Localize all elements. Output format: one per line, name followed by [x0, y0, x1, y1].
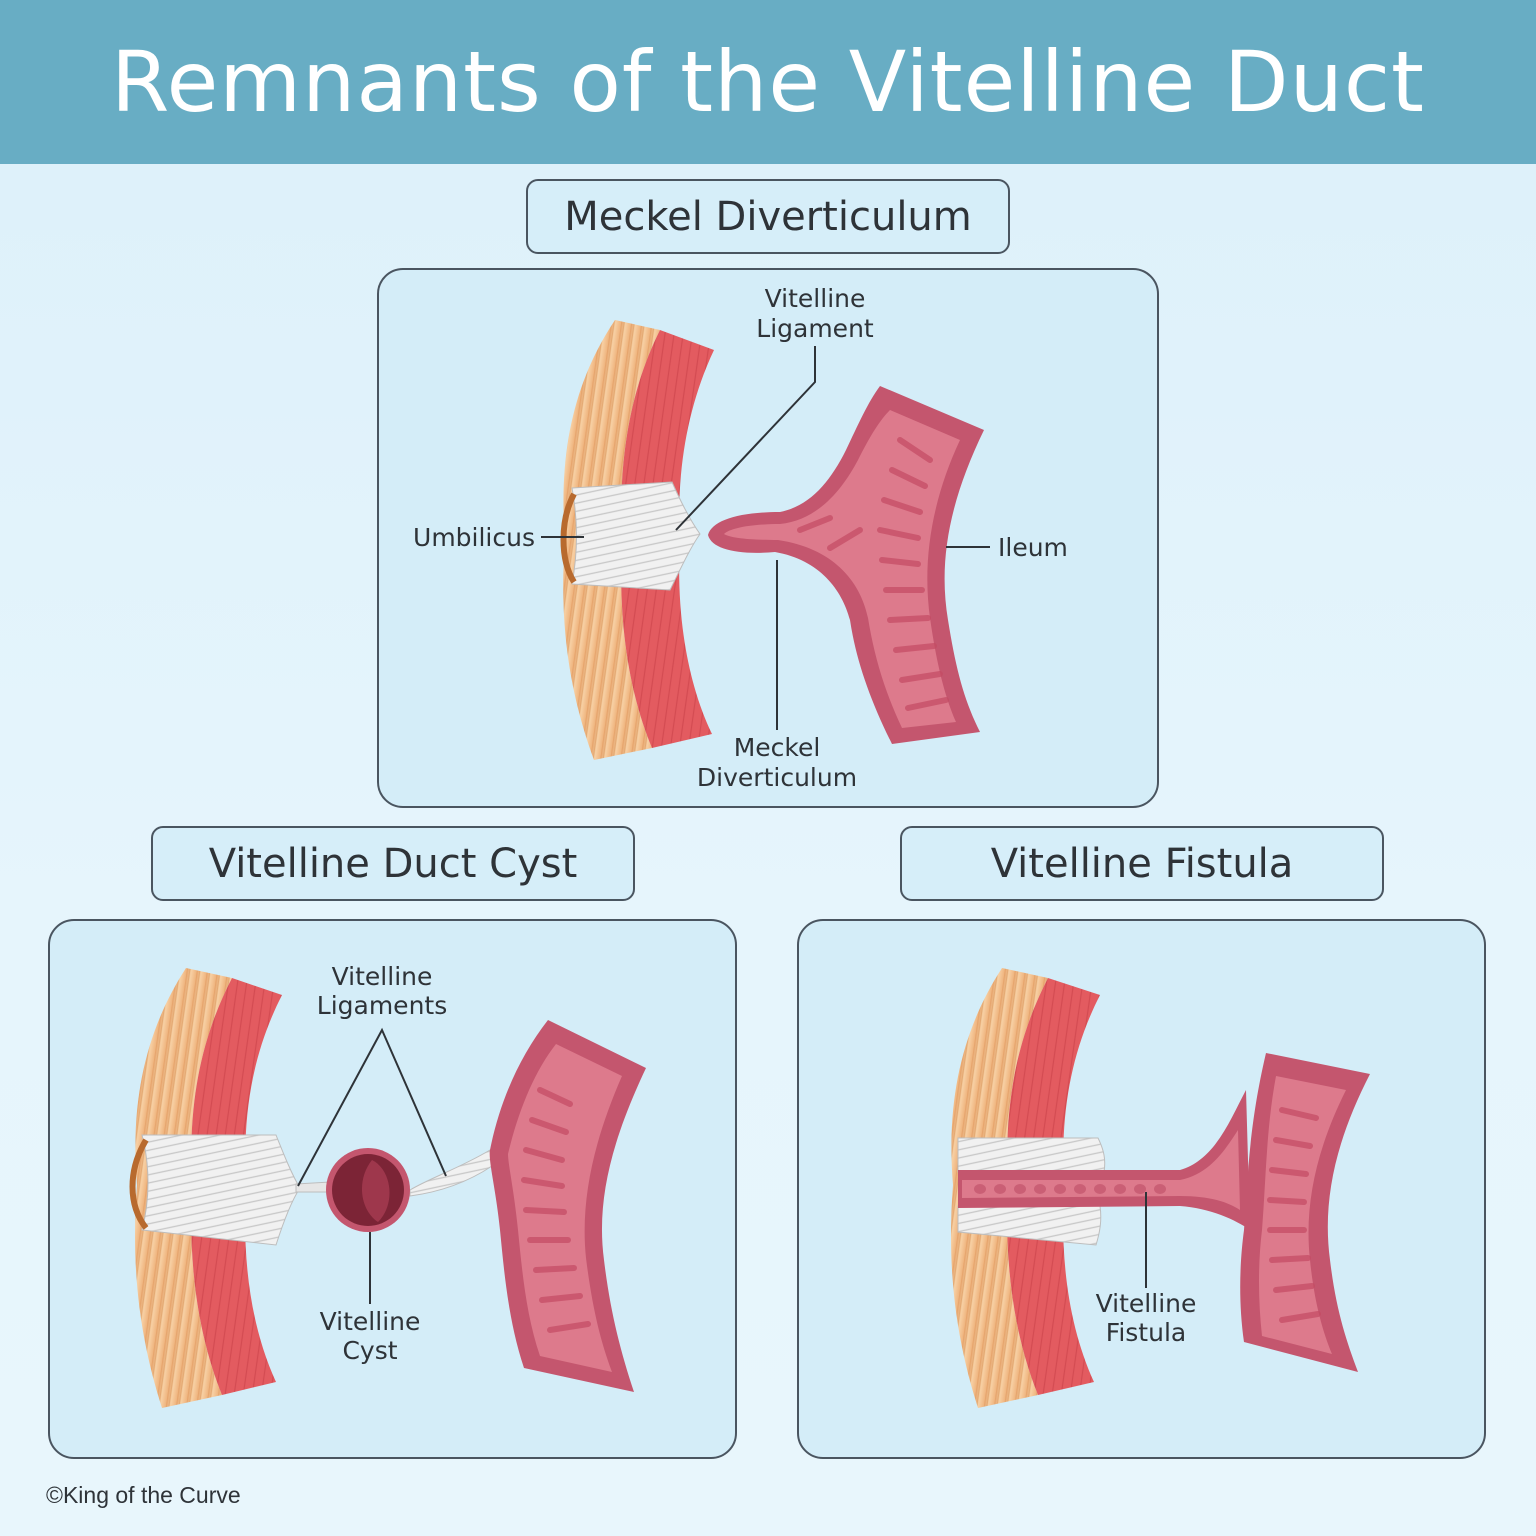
meckel-diverticulum-label-2: Diverticulum [697, 763, 857, 792]
vitelline-ligament-label-2: Ligament [756, 314, 874, 343]
meckel-diverticulum-label-1: Meckel [734, 733, 821, 762]
vitelline-fistula-tract [958, 1090, 1250, 1230]
cyst-section-title: Vitelline Duct Cyst [151, 826, 635, 901]
vitelline-cyst [326, 1148, 410, 1232]
fistula-section-title: Vitelline Fistula [900, 826, 1384, 901]
vitelline-fistula-label-2: Fistula [1106, 1318, 1186, 1347]
vitelline-ligament-label-1: Vitelline [765, 284, 866, 313]
fistula-ileum [1240, 1053, 1370, 1372]
meckel-abdominal-wall [560, 320, 714, 760]
vitelline-ligaments-label-2: Ligaments [317, 991, 447, 1020]
meckel-ileum [708, 386, 984, 744]
vitelline-cyst-label-2: Cyst [342, 1336, 397, 1365]
meckel-section-title: Meckel Diverticulum [526, 179, 1010, 254]
vitelline-fistula-label-1: Vitelline [1096, 1289, 1197, 1318]
page-title: Remnants of the Vitelline Duct [111, 33, 1425, 131]
cyst-abdominal-wall [129, 968, 301, 1408]
copyright-notice: ©King of the Curve [46, 1482, 241, 1508]
meckel-leader-lines [541, 346, 990, 730]
cyst-ileum [489, 1020, 646, 1392]
vitelline-cyst-label-1: Vitelline [320, 1307, 421, 1336]
title-banner: Remnants of the Vitelline Duct [0, 0, 1536, 164]
umbilicus-label: Umbilicus [413, 523, 535, 552]
ileum-label: Ileum [998, 533, 1068, 562]
vitelline-ligaments-label-1: Vitelline [332, 962, 433, 991]
cyst-leader-lines [297, 1027, 447, 1304]
